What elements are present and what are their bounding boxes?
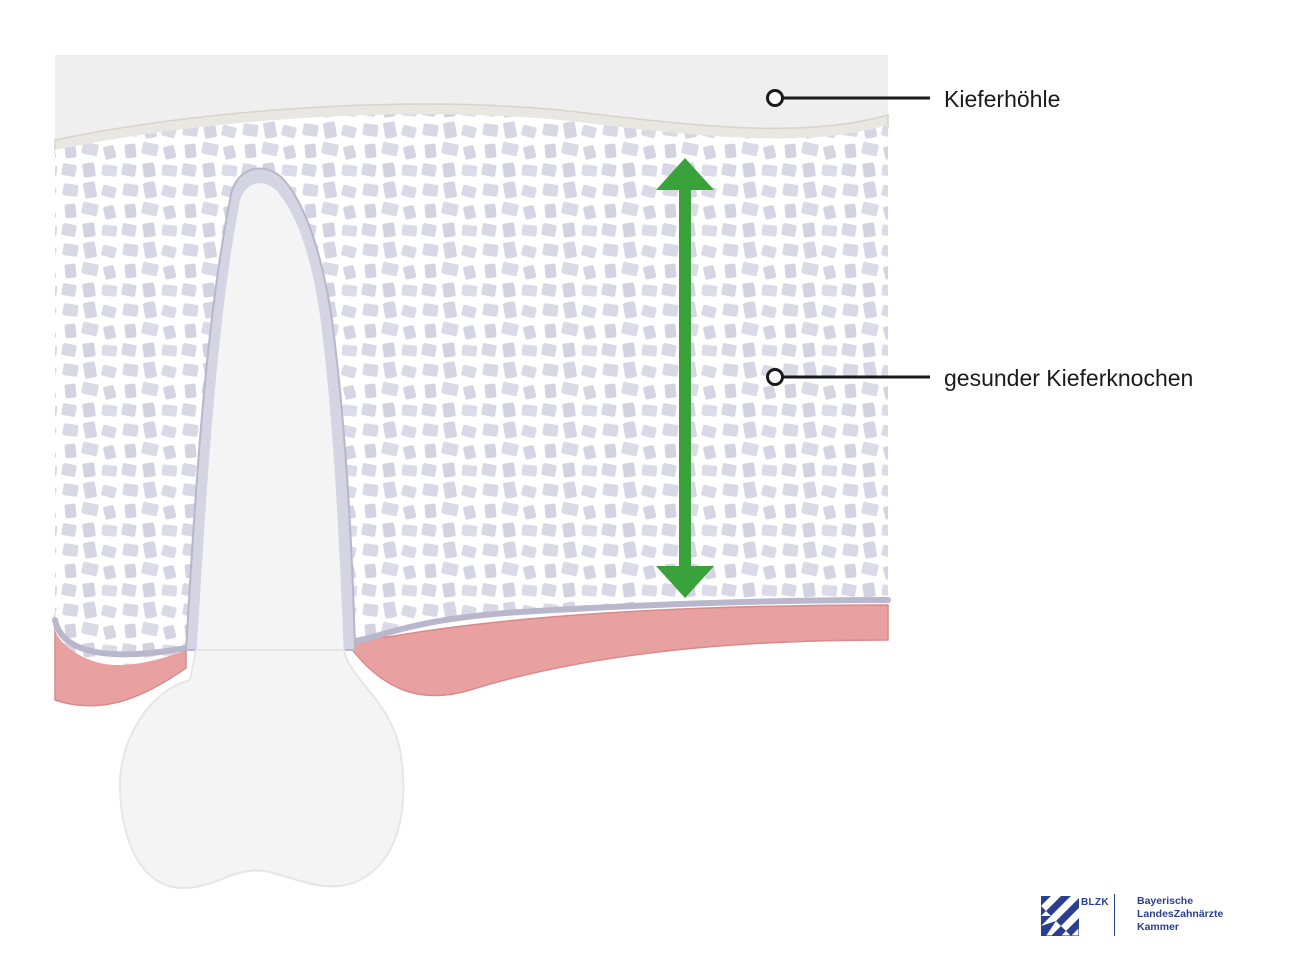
blzk-logo: BLZK Bayerische LandesZahnärzte Kammer [1041,894,1271,938]
logo-abbreviation: BLZK [1081,897,1109,908]
healthy-jaw-bone [55,114,888,665]
logo-line-2: LandesZahnärzte [1137,908,1223,921]
tooth-crown [120,650,403,888]
label-healthy-bone: gesunder Kieferknochen [944,365,1193,392]
callout-bone-dot [768,370,783,385]
bavarian-diamond-icon [1041,896,1079,936]
logo-line-3: Kammer [1137,921,1179,934]
logo-divider [1114,894,1115,936]
label-sinus: Kieferhöhle [944,86,1060,113]
arrow-shaft [679,186,691,571]
callout-sinus-dot [768,91,783,106]
logo-line-1: Bayerische [1137,895,1193,908]
